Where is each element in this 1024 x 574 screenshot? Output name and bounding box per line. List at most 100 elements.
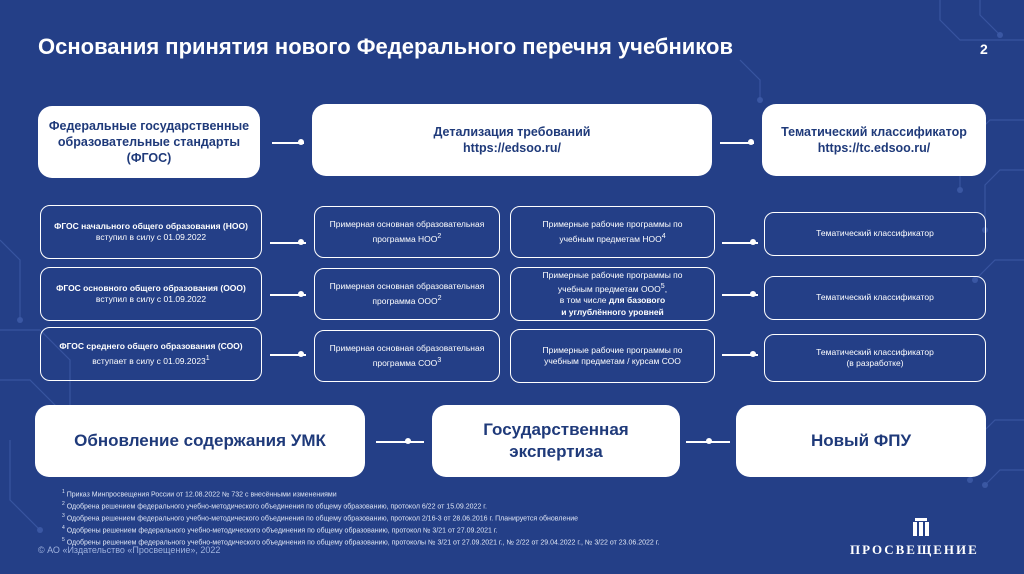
work-program-noo-footnote-ref: 4 <box>661 231 666 240</box>
copyright: © АО «Издательство «Просвещение», 2022 <box>38 545 221 555</box>
new-fpu-label: Новый ФПУ <box>810 431 912 450</box>
footnote-text: Одобрены решением федерального учебно-ме… <box>66 527 498 535</box>
footnote-number: 2 <box>62 500 65 507</box>
connector-line <box>720 142 754 144</box>
classifier-ooo-label: Тематический классификатор <box>816 292 934 303</box>
connector-dot <box>298 351 304 357</box>
footnote-item: 4 Одобрены решением федерального учебно-… <box>62 524 659 536</box>
connector-line <box>270 242 306 244</box>
connector-dot <box>750 291 756 297</box>
classifier-link: https://tc.edsoo.ru/ <box>817 141 931 155</box>
fgos-noo-date: вступил в силу с 01.09.2022 <box>95 232 207 242</box>
classifier-noo-label: Тематический классификатор <box>816 228 934 239</box>
state-expertise-card: Государственная экспертиза <box>432 405 680 477</box>
work-program-ooo-card: Примерные рабочие программы по учебным п… <box>510 267 715 321</box>
fgos-soo-date: вступает в силу с 01.09.2023 <box>92 355 206 366</box>
fgos-ooo-card: ФГОС основного общего образования (ООО) … <box>40 267 262 321</box>
program-soo-line-1: Примерная основная образовательная <box>329 343 485 354</box>
work-program-ooo-line-2: учебным предметам ООО <box>557 283 661 294</box>
footnote-number: 1 <box>62 489 65 495</box>
connector-line <box>376 441 424 443</box>
connector-dot <box>750 239 756 245</box>
program-ooo-footnote-ref: 2 <box>437 293 442 302</box>
work-program-soo-card: Примерные рабочие программы по учебным п… <box>510 329 715 383</box>
footnote-item: 5 Одобрены решением федерального учебно-… <box>62 536 659 548</box>
page-title: Основания принятия нового Федерального п… <box>38 34 733 59</box>
footnote-text: Одобрена решением федерального учебно-ме… <box>66 503 487 511</box>
footnote-item: 3 Одобрена решением федерального учебно-… <box>62 512 659 524</box>
umk-update-label: Обновление содержания УМК <box>74 431 326 450</box>
work-program-ooo-line-1: Примерные рабочие программы по <box>542 269 683 280</box>
connector-dot <box>298 239 304 245</box>
footnote-text: Одобрена решением федерального учебно-ме… <box>66 515 579 523</box>
classifier-soo-status: (в разработке) <box>846 358 904 368</box>
footnote-text: Одобрены решением федерального учебно-ме… <box>66 539 660 547</box>
work-program-noo-line-2: учебным предметам НОО <box>559 233 662 244</box>
work-program-noo-line-1: Примерные рабочие программы по <box>542 219 683 230</box>
program-ooo-card: Примерная основная образовательная прогр… <box>314 268 500 320</box>
program-soo-line-2: программа СОО <box>372 357 438 368</box>
state-expertise-line-2: экспертиза <box>509 442 603 461</box>
umk-update-card: Обновление содержания УМК <box>35 405 365 477</box>
fgos-line-3: (ФГОС) <box>126 151 172 165</box>
work-program-soo-line-1: Примерные рабочие программы по <box>542 344 683 355</box>
work-program-noo-card: Примерные рабочие программы по учебным п… <box>510 206 715 258</box>
fgos-line-2: образовательные стандарты <box>57 135 241 149</box>
connector-line <box>722 354 758 356</box>
footnotes: 1 Приказ Минпросвещения России от 12.08.… <box>62 488 659 548</box>
connector-line <box>270 294 306 296</box>
fgos-card: Федеральные государственные образователь… <box>38 106 260 178</box>
connector-dot <box>298 291 304 297</box>
classifier-ooo-card: Тематический классификатор <box>764 276 986 320</box>
connector-dot <box>750 351 756 357</box>
fgos-noo-title: ФГОС начального общего образования (НОО) <box>54 220 248 231</box>
fgos-soo-title: ФГОС среднего общего образования (СОО) <box>59 341 243 352</box>
classifier-title: Тематический классификатор <box>781 125 967 139</box>
new-fpu-card: Новый ФПУ <box>736 405 986 477</box>
footnote-item: 2 Одобрена решением федерального учебно-… <box>62 500 659 512</box>
details-title: Детализация требований <box>433 125 591 139</box>
connector-dot <box>298 139 304 145</box>
program-ooo-line-2: программа ООО <box>372 295 438 306</box>
footnote-number: 5 <box>62 536 65 543</box>
connector-line <box>272 142 304 144</box>
footnote-item: 1 Приказ Минпросвещения России от 12.08.… <box>62 488 659 500</box>
fgos-line-1: Федеральные государственные <box>48 119 250 133</box>
program-ooo-line-1: Примерная основная образовательная <box>329 281 485 292</box>
program-noo-footnote-ref: 2 <box>437 231 442 240</box>
connector-dot <box>706 438 712 444</box>
fgos-ooo-date: вступил в силу с 01.09.2022 <box>95 294 207 304</box>
program-noo-card: Примерная основная образовательная прогр… <box>314 206 500 258</box>
footnote-text: Приказ Минпросвещения России от 12.08.20… <box>66 491 337 499</box>
classifier-soo-label: Тематический классификатор <box>816 346 934 357</box>
footnote-number: 3 <box>62 512 65 519</box>
connector-line <box>722 294 758 296</box>
fgos-soo-footnote-ref: 1 <box>205 353 210 362</box>
work-program-ooo-line-3a: в том числе <box>559 295 609 306</box>
state-expertise-line-1: Государственная <box>483 420 629 439</box>
program-noo-line-2: программа НОО <box>372 233 438 244</box>
connector-dot <box>748 139 754 145</box>
work-program-ooo-footnote-ref: 5 <box>660 282 665 291</box>
logo-wordmark[interactable]: ПРОСВЕЩЕНИЕ <box>850 542 979 557</box>
fgos-ooo-title: ФГОС основного общего образования (ООО) <box>56 282 246 293</box>
program-soo-card: Примерная основная образовательная прогр… <box>314 330 500 382</box>
program-noo-line-1: Примерная основная образовательная <box>329 219 485 230</box>
page-number: 2 <box>980 41 988 57</box>
program-soo-footnote-ref: 3 <box>437 355 442 364</box>
work-program-ooo-line-4: и углублённого уровней <box>561 306 664 317</box>
details-link: https://edsoo.ru/ <box>463 141 561 155</box>
classifier-noo-card: Тематический классификатор <box>764 212 986 256</box>
connector-line <box>270 354 306 356</box>
connector-dot <box>405 438 411 444</box>
connector-line <box>722 242 758 244</box>
classifier-card: Тематический классификатор https://tc.ed… <box>762 104 986 176</box>
work-program-ooo-line-3b: для базового <box>608 295 666 306</box>
classifier-soo-card: Тематический классификатор (в разработке… <box>764 334 986 382</box>
details-card: Детализация требований https://edsoo.ru/ <box>312 104 712 176</box>
fgos-noo-card: ФГОС начального общего образования (НОО)… <box>40 205 262 259</box>
work-program-soo-line-2: учебным предметам / курсам СОО <box>544 356 681 366</box>
fgos-soo-card: ФГОС среднего общего образования (СОО) в… <box>40 327 262 381</box>
footnote-number: 4 <box>62 524 65 531</box>
prosveshchenie-logo-icon <box>913 518 929 536</box>
